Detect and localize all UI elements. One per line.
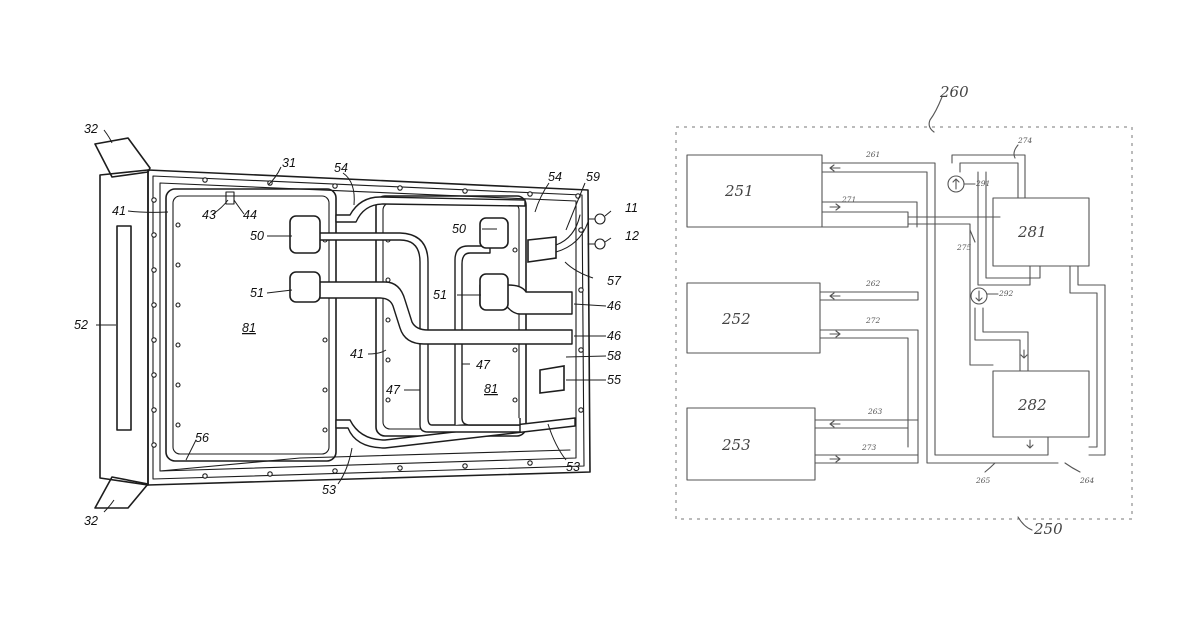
label-53-right: 53 — [566, 460, 580, 474]
flow-arrows — [830, 165, 1033, 462]
label-43: 43 — [202, 208, 216, 222]
label-264: 264 — [1079, 476, 1095, 485]
label-274: 274 — [1017, 136, 1033, 145]
label-54-left: 54 — [334, 161, 348, 175]
label-47-left: 47 — [386, 383, 401, 397]
label-252: 252 — [721, 310, 751, 328]
label-41-left: 41 — [112, 204, 126, 218]
coolant-pipes — [310, 197, 575, 448]
handle-slot — [117, 226, 131, 430]
label-263: 263 — [867, 407, 883, 416]
label-50-left: 50 — [250, 229, 264, 243]
label-81-right: 81 — [484, 382, 498, 396]
label-50-right: 50 — [452, 222, 466, 236]
coolant-lines — [815, 155, 1105, 463]
label-32-top: 32 — [84, 122, 98, 136]
label-275: 275 — [956, 243, 972, 252]
label-272: 272 — [865, 316, 881, 325]
label-292: 292 — [998, 289, 1014, 298]
label-81-left: 81 — [242, 321, 256, 335]
label-31: 31 — [282, 156, 296, 170]
label-11: 11 — [625, 201, 638, 215]
label-32-bottom: 32 — [84, 514, 98, 528]
label-46-upper: 46 — [607, 299, 621, 313]
enclosure-figure: 32 32 31 41 41 43 44 50 50 51 51 52 81 8… — [74, 122, 639, 528]
label-54-right: 54 — [548, 170, 562, 184]
label-58: 58 — [607, 349, 621, 363]
label-52: 52 — [74, 318, 88, 332]
label-260: 260 — [939, 83, 969, 101]
label-12: 12 — [625, 229, 639, 243]
unit-251-box — [687, 155, 822, 227]
label-44: 44 — [243, 208, 257, 222]
label-281: 281 — [1017, 223, 1047, 241]
unit-253-box — [687, 408, 815, 480]
label-55: 55 — [607, 373, 621, 387]
label-57: 57 — [607, 274, 622, 288]
label-56: 56 — [195, 431, 209, 445]
label-250: 250 — [1033, 520, 1063, 538]
label-51-left: 51 — [250, 286, 264, 300]
thermal-system-figure: 260 250 251 252 253 281 282 261 262 263 … — [676, 83, 1132, 538]
label-47-right: 47 — [476, 358, 491, 372]
label-41-mid: 41 — [350, 347, 364, 361]
label-51-right: 51 — [433, 288, 447, 302]
label-261: 261 — [865, 150, 880, 159]
label-273: 273 — [861, 443, 877, 452]
label-253: 253 — [721, 436, 751, 454]
label-282: 282 — [1017, 396, 1047, 414]
unit-252-box — [687, 283, 820, 353]
label-262: 262 — [865, 279, 881, 288]
label-265: 265 — [975, 476, 991, 485]
label-59: 59 — [586, 170, 600, 184]
label-53-left: 53 — [322, 483, 336, 497]
label-271: 271 — [841, 195, 856, 204]
label-251: 251 — [724, 182, 754, 200]
label-291: 291 — [975, 179, 990, 188]
label-46-lower: 46 — [607, 329, 621, 343]
